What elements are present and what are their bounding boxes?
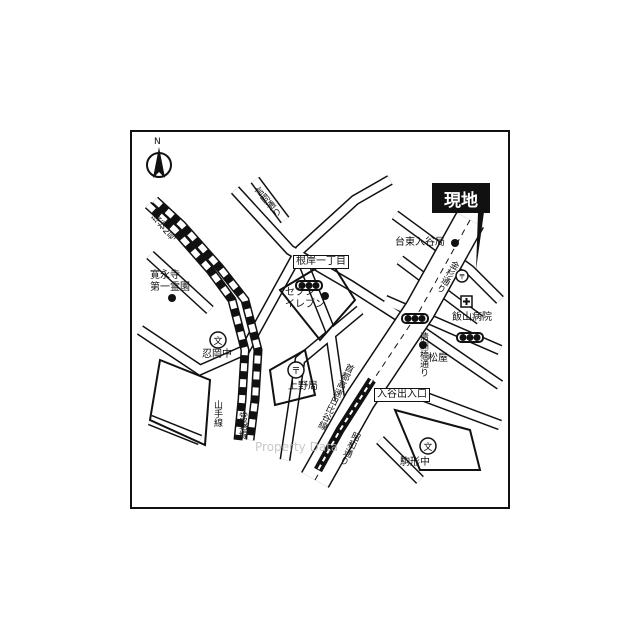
iriya-exit-label: 入谷出入口 bbox=[374, 388, 430, 402]
komagata-label: 駒形中 bbox=[400, 457, 430, 468]
kiyosu-label: 清洲橋通り bbox=[418, 332, 428, 377]
traffic-signal-icon bbox=[295, 280, 323, 291]
blocks bbox=[148, 258, 482, 471]
svg-text:〒: 〒 bbox=[291, 367, 300, 377]
shinobugaoka-label: 忍岡中 bbox=[202, 349, 232, 360]
negishi-label: 根岸一丁目 bbox=[293, 255, 349, 269]
seven-eleven-label: セブン イレブン bbox=[285, 287, 325, 310]
ueno-post-label: 上野局 bbox=[288, 381, 318, 392]
traffic-signal-icon bbox=[456, 332, 484, 343]
svg-text:文: 文 bbox=[423, 441, 432, 453]
svg-text:文: 文 bbox=[213, 335, 222, 347]
matsuya-dot bbox=[419, 341, 427, 349]
kaneiji-label: 寛永寺 第一霊園 bbox=[150, 270, 190, 293]
joban-label: 常磐線 bbox=[237, 412, 247, 439]
school-icon: 文 bbox=[209, 331, 227, 349]
daito-iriya-label: 台東入谷局 bbox=[395, 237, 445, 248]
north-arrow-icon bbox=[146, 147, 172, 178]
post-office-icon: 〒 bbox=[455, 269, 469, 283]
iiyama-hospital-label: 飯山病院 bbox=[452, 312, 492, 323]
matsuya-label: 松屋 bbox=[428, 353, 448, 364]
location-pointer-icon bbox=[476, 212, 484, 270]
school-icon: 文 bbox=[419, 437, 437, 455]
watermark: Property Data bbox=[255, 440, 339, 454]
hospital-icon bbox=[460, 295, 473, 308]
post-office-icon: 〒 bbox=[287, 361, 305, 379]
kaneiji-dot bbox=[168, 294, 176, 302]
current-location-label: 現地 bbox=[432, 183, 490, 213]
seven-eleven-dot bbox=[321, 292, 329, 300]
traffic-signal-icon bbox=[401, 313, 429, 324]
yamanote-label: 山手線 bbox=[212, 400, 222, 427]
daito-iriya-dot bbox=[451, 239, 459, 247]
railway bbox=[144, 196, 263, 441]
north-label: N bbox=[154, 137, 161, 147]
svg-text:〒: 〒 bbox=[459, 273, 466, 281]
